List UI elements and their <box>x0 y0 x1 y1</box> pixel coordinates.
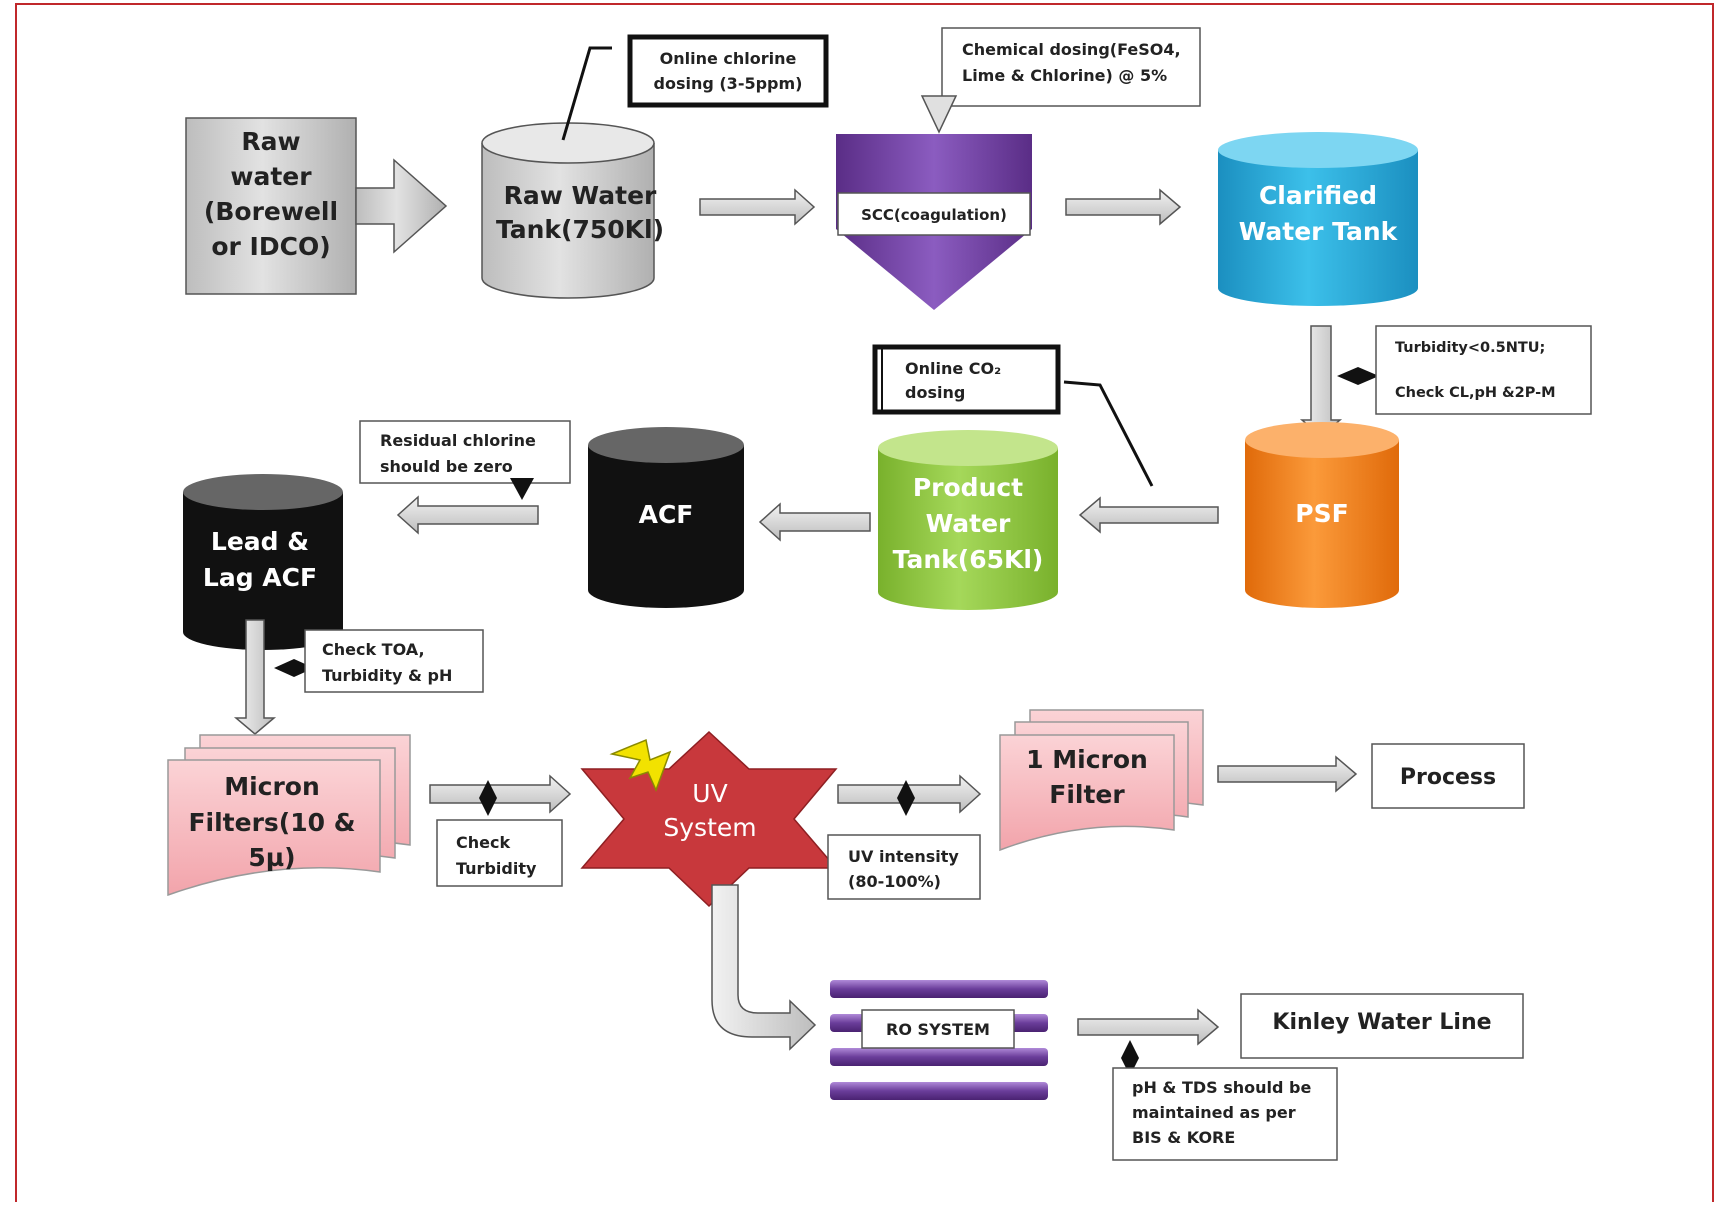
process-label: Process <box>1400 765 1496 790</box>
residual-note-line-2: should be zero <box>380 457 513 476</box>
arrow-micron-to-uv <box>429 774 572 814</box>
online-co2-note: Online CO₂ dosing <box>872 344 1061 415</box>
scc-clarifier: SCC(coagulation) <box>836 134 1032 310</box>
uv-system: UV System <box>580 730 838 908</box>
leadlag-line-2: Lag ACF <box>203 563 317 592</box>
clarified-water-tank: Clarified Water Tank <box>1218 132 1418 306</box>
uv-line-1: UV <box>692 779 727 808</box>
kinley-water-line-box: Kinley Water Line <box>1240 993 1524 1059</box>
leadlag-line-1: Lead & <box>211 527 309 556</box>
psf-label: PSF <box>1295 499 1348 528</box>
one-micron-filter: 1 Micron Filter <box>999 709 1204 852</box>
arrow-leadlag-to-micron <box>233 619 277 735</box>
arrow-tank-to-scc <box>699 188 816 226</box>
ph-tds-line-2: maintained as per <box>1132 1103 1296 1122</box>
check-turbidity-note: Check Turbidity <box>436 819 563 887</box>
micron-line-1: Micron <box>224 772 320 801</box>
residual-note-line-1: Residual chlorine <box>380 431 536 450</box>
raw-tank-line-2: Tank(750Kl) <box>496 215 664 244</box>
uv-note-line-1: UV intensity <box>848 847 959 866</box>
arrow-scc-to-clarified <box>1065 188 1182 226</box>
ph-tds-line-3: BIS & KORE <box>1132 1128 1235 1147</box>
product-line-1: Product <box>913 473 1023 502</box>
chlorine-callout-line <box>561 46 612 141</box>
co2-note-line-1: Online CO₂ <box>905 359 1001 378</box>
turbidity-note-line-2: Check CL,pH &2P-M <box>1395 385 1556 401</box>
raw-water-tank: Raw Water Tank(750Kl) <box>481 122 664 299</box>
chemical-note-line-1: Chemical dosing(FeSO4, <box>962 40 1181 59</box>
uv-line-2: System <box>663 813 756 842</box>
arrow-product-to-acf <box>758 502 871 542</box>
arrow-psf-to-product <box>1078 496 1219 534</box>
ph-tds-diamond-icon <box>1121 1040 1139 1076</box>
toa-note-line-2: Turbidity & pH <box>322 666 452 685</box>
raw-tank-line-1: Raw Water <box>504 181 657 210</box>
check-toa-note: Check TOA, Turbidity & pH <box>304 629 484 693</box>
check-turbidity-line-1: Check <box>456 833 510 852</box>
arrow-clarified-to-psf <box>1299 325 1343 437</box>
raw-water-line-3: (Borewell <box>204 197 338 226</box>
micron-line-2: Filters(10 & <box>188 808 355 837</box>
frame-border <box>15 3 1714 1207</box>
turbidity-note-line-1: Turbidity<0.5NTU; <box>1395 340 1545 356</box>
process-box: Process <box>1371 743 1525 809</box>
acf-label: ACF <box>639 500 694 529</box>
psf-tank: PSF <box>1245 422 1399 608</box>
chemical-dosing-note: Chemical dosing(FeSO4, Lime & Chlorine) … <box>941 27 1201 107</box>
lead-lag-acf-tank: Lead & Lag ACF <box>183 474 343 650</box>
co2-callout-line <box>1063 380 1154 487</box>
check-turbidity-line-2: Turbidity <box>456 859 537 878</box>
uv-note-line-2: (80-100%) <box>848 872 941 891</box>
one-micron-line-1: 1 Micron <box>1026 745 1148 774</box>
product-line-3: Tank(65Kl) <box>893 545 1044 574</box>
chlorine-note-line-1: Online chlorine <box>660 49 797 68</box>
raw-water-source-box: Raw water (Borewell or IDCO) <box>185 117 357 295</box>
arrow-acf-to-leadlag <box>396 495 539 535</box>
checkpoint-diamond-icon <box>1337 367 1379 385</box>
turbidity-diamond-icon <box>479 780 497 816</box>
raw-water-line-2: water <box>230 162 312 191</box>
dosing-triangle-icon <box>920 95 958 134</box>
residual-chlorine-note: Residual chlorine should be zero <box>359 420 571 484</box>
raw-water-line-1: Raw <box>241 127 300 156</box>
uv-intensity-note: UV intensity (80-100%) <box>827 834 981 900</box>
ph-tds-note: pH & TDS should be maintained as per BIS… <box>1112 1067 1338 1161</box>
toa-note-line-1: Check TOA, <box>322 640 425 659</box>
source-to-tank-arrow <box>355 158 448 254</box>
ro-label: RO SYSTEM <box>886 1020 990 1039</box>
uv-intensity-diamond-icon <box>897 780 915 816</box>
one-micron-line-2: Filter <box>1049 780 1125 809</box>
ro-system: RO SYSTEM <box>830 980 1048 1100</box>
raw-water-line-4: or IDCO) <box>211 232 330 261</box>
arrow-ro-to-kinley <box>1077 1008 1220 1046</box>
micron-filters: Micron Filters(10 & 5µ) <box>167 734 411 897</box>
lightning-icon <box>609 738 672 792</box>
residual-marker-icon <box>510 478 534 500</box>
chemical-note-line-2: Lime & Chlorine) @ 5% <box>962 66 1167 85</box>
micron-line-3: 5µ) <box>248 843 295 872</box>
clarified-line-2: Water Tank <box>1239 217 1399 246</box>
acf-tank: ACF <box>588 427 744 608</box>
clarified-line-1: Clarified <box>1259 181 1377 210</box>
turbidity-check-note: Turbidity<0.5NTU; Check CL,pH &2P-M <box>1375 325 1592 415</box>
product-line-2: Water <box>926 509 1011 538</box>
arrow-uv-to-ro <box>711 884 817 1051</box>
chlorine-note-line-2: dosing (3-5ppm) <box>654 74 803 93</box>
kinley-label: Kinley Water Line <box>1272 1010 1491 1035</box>
online-chlorine-note: Online chlorine dosing (3-5ppm) <box>627 34 829 108</box>
co2-note-line-2: dosing <box>905 383 965 402</box>
arrow-one-micron-to-process <box>1217 755 1358 793</box>
scc-label: SCC(coagulation) <box>861 206 1007 224</box>
product-water-tank: Product Water Tank(65Kl) <box>878 430 1058 610</box>
toa-diamond-icon <box>274 659 314 677</box>
ph-tds-line-1: pH & TDS should be <box>1132 1078 1311 1097</box>
